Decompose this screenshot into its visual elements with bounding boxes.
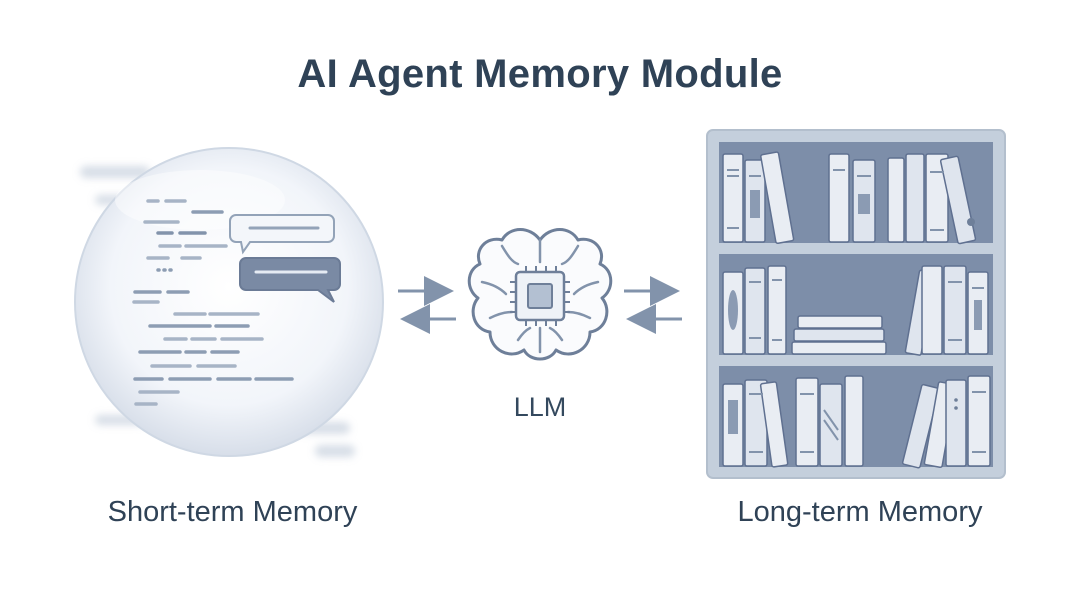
llm-label: LLM (513, 392, 567, 422)
brain-chip-icon (467, 228, 613, 361)
arrows-llm-ltm (624, 276, 682, 334)
long-term-memory-label: Long-term Memory (737, 496, 983, 528)
shelf-middle-books (722, 265, 989, 356)
context-text-lines (132, 199, 294, 406)
diagram-title: AI Agent Memory Module (297, 52, 783, 96)
chat-bubble-icon-lower (239, 257, 341, 303)
chat-bubble-icon-upper (229, 214, 335, 255)
short-term-memory-label: Short-term Memory (107, 496, 358, 528)
short-term-memory-sphere (74, 147, 384, 457)
shelf-bottom-books (722, 375, 991, 469)
arrows-stm-llm (398, 276, 456, 334)
bookshelf-icon (706, 129, 1006, 479)
